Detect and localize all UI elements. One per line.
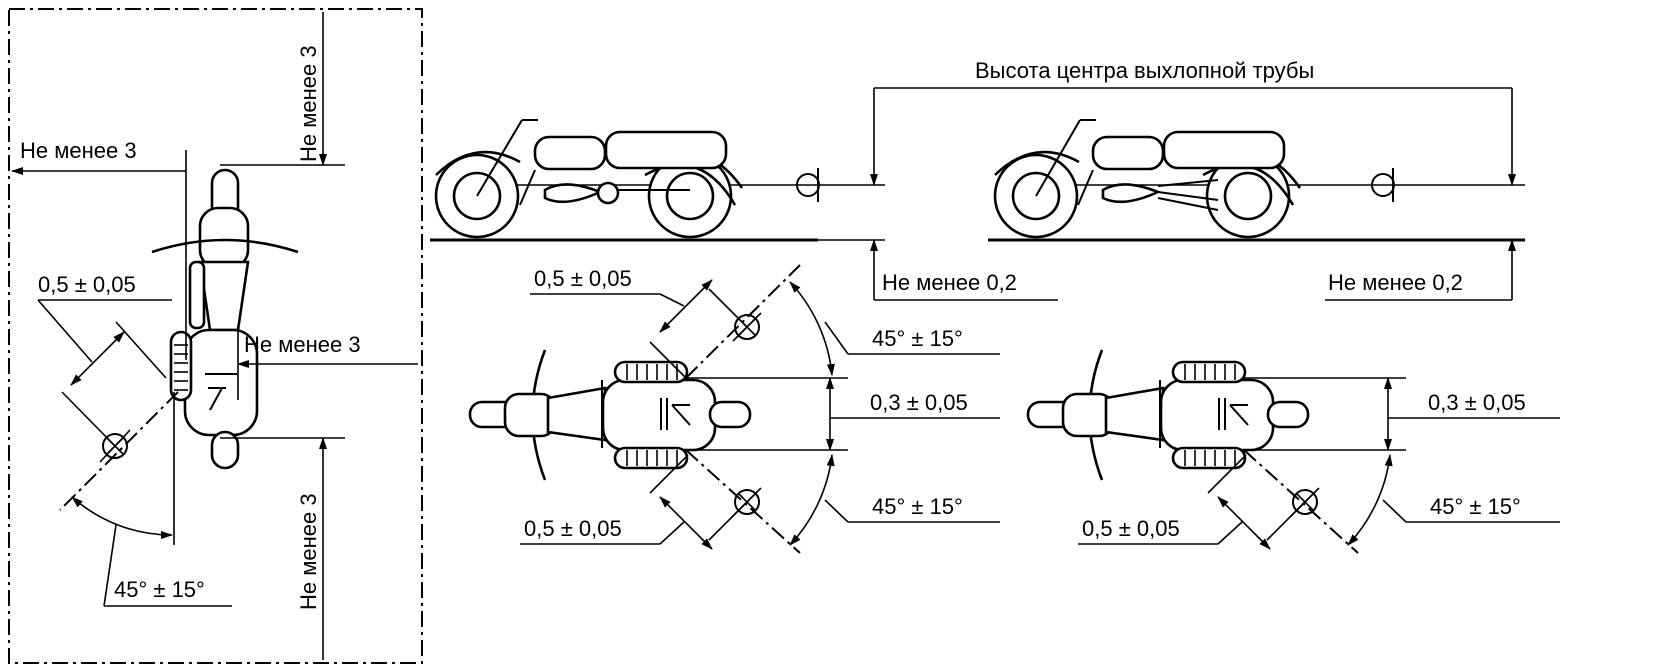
label-min-0-2-b: Не менее 0,2 xyxy=(1328,270,1463,295)
top-view-2: 0,3 ± 0,05 0,5 ± 0,05 45° ± 15° xyxy=(1026,349,1560,554)
label-min-0-2-a: Не менее 0,2 xyxy=(882,270,1017,295)
label-angle-lower-1: 45° ± 15° xyxy=(872,494,963,519)
muffler-fins-top-2 xyxy=(1184,364,1236,466)
label-tol-0-5-lower: 0,5 ± 0,05 xyxy=(524,516,622,541)
top-view-1: 0,3 ± 0,05 0,5 ± 0,05 45° ± 15° 0,5 ± 0,… xyxy=(468,264,1000,554)
probe-left: 0,5 ± 0,05 xyxy=(37,272,179,511)
dim-right-min-3: Не менее 3 xyxy=(237,325,418,400)
label-angle-left: 45° ± 15° xyxy=(114,577,205,602)
label-tol-0-3-a: 0,3 ± 0,05 xyxy=(870,390,968,415)
label-min-3-right: Не менее 3 xyxy=(244,332,361,357)
label-angle-b: 45° ± 15° xyxy=(1430,494,1521,519)
side-view-2 xyxy=(988,119,1525,242)
dim-top-min-3: Не менее 3 xyxy=(220,12,345,166)
left-panel: Не менее 3 Не менее 3 Не менее 3 Не мене… xyxy=(8,8,423,664)
side-view-1 xyxy=(430,119,885,242)
measurement-zone-border xyxy=(8,8,423,664)
label-exhaust-height: Высота центра выхлопной трубы xyxy=(975,58,1314,83)
label-angle-upper-1: 45° ± 15° xyxy=(872,326,963,351)
label-tol-0-5-upper: 0,5 ± 0,05 xyxy=(534,266,632,291)
label-min-3-left: Не менее 3 xyxy=(20,138,137,163)
muffler-fins-top-1 xyxy=(626,364,678,466)
angle-left: 45° ± 15° xyxy=(71,392,232,607)
dim-left-min-3: Не менее 3 xyxy=(11,138,187,360)
label-tol-left: 0,5 ± 0,05 xyxy=(38,272,136,297)
label-tol-0-3-b: 0,3 ± 0,05 xyxy=(1428,390,1526,415)
label-min-3-bottom: Не менее 3 xyxy=(296,493,321,610)
dim-exhaust-height: Высота центра выхлопной трубы Не менее 0… xyxy=(818,58,1516,301)
dim-bottom-min-3: Не менее 3 xyxy=(220,437,345,660)
label-min-3-top: Не менее 3 xyxy=(296,45,321,162)
motorcycle-top-view-vertical xyxy=(151,168,299,470)
label-tol-0-5-b: 0,5 ± 0,05 xyxy=(1082,516,1180,541)
